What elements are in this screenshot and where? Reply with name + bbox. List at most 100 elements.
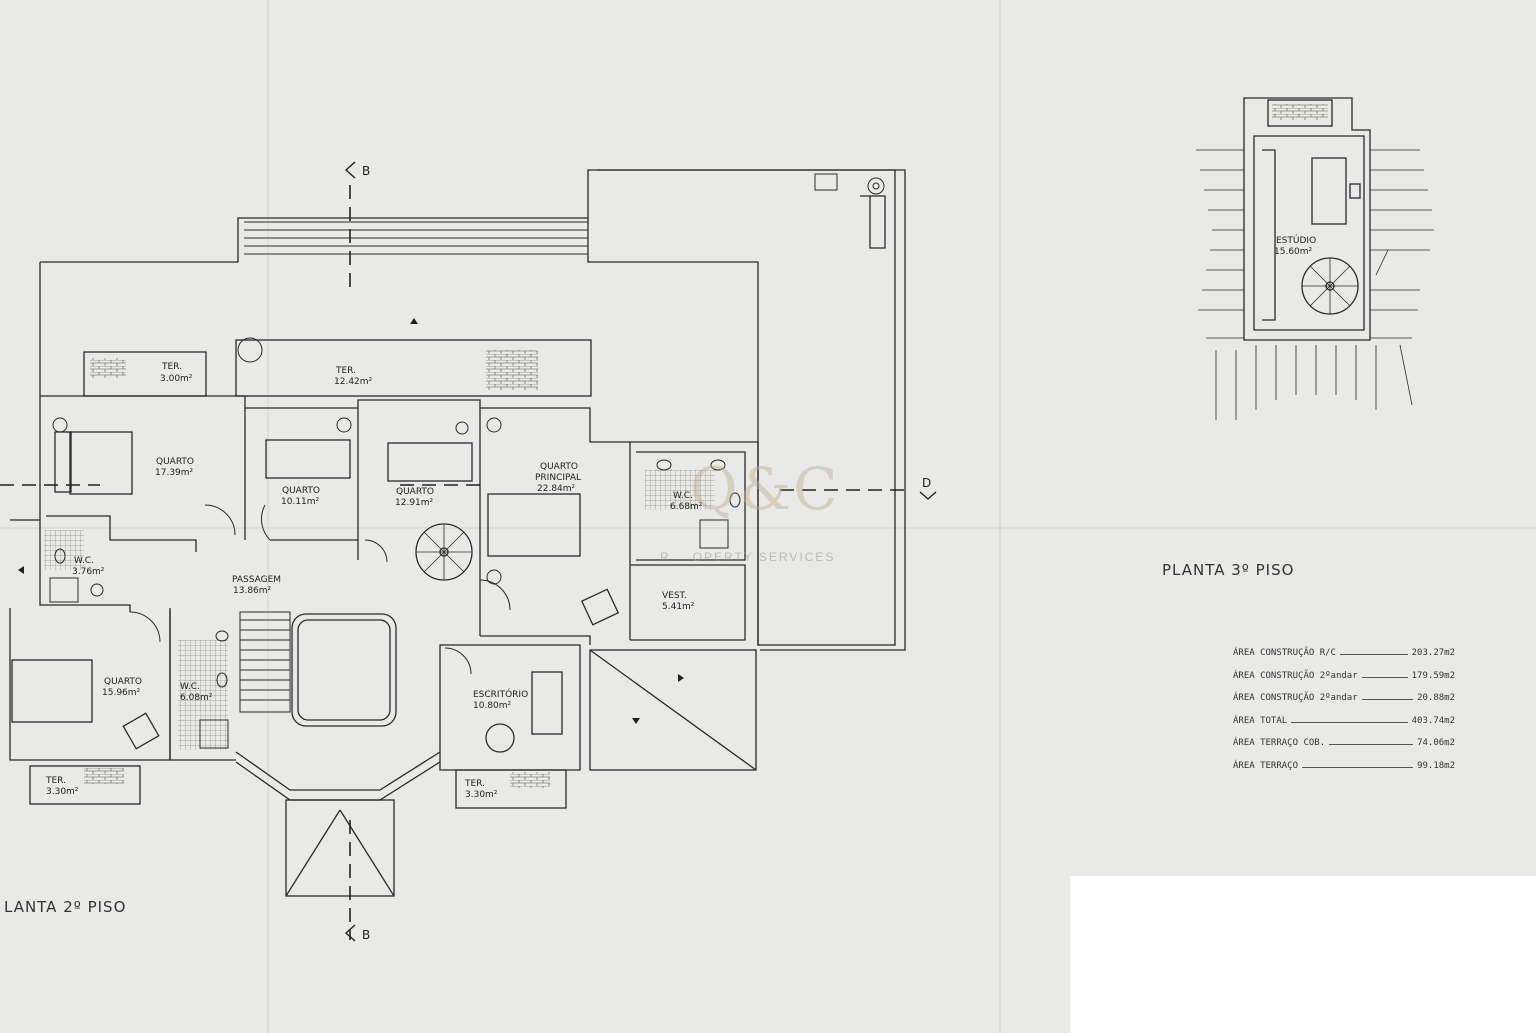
label-passagem-name: PASSAGEM bbox=[232, 575, 281, 585]
area-row: ÁREA TOTAL 403.74m2 bbox=[1233, 716, 1455, 739]
area-leader bbox=[1361, 699, 1414, 700]
area-row: ÁREA TERRAÇO COB. 74.06m2 bbox=[1233, 738, 1455, 761]
label-estudio-name: ESTÚDIO bbox=[1276, 234, 1316, 246]
terrace-b bbox=[235, 339, 592, 397]
floor-3-plan bbox=[1196, 97, 1434, 420]
watermark-tagline: R OPERTY SERVICES bbox=[660, 550, 835, 564]
label-quarto-a-area: 17.39m² bbox=[155, 468, 194, 478]
label-quarto-c-area: 12.91m² bbox=[395, 498, 434, 508]
label-quarto-a-name: QUARTO bbox=[156, 457, 194, 467]
terrace-c bbox=[29, 765, 141, 805]
area-label: ÁREA TERRAÇO bbox=[1233, 760, 1299, 771]
area-value: 20.88m2 bbox=[1417, 693, 1455, 703]
section-label-b-top: B bbox=[362, 164, 370, 178]
area-row: ÁREA CONSTRUÇÃO R/C 203.27m2 bbox=[1233, 648, 1455, 671]
wc-c-floor bbox=[178, 640, 228, 750]
label-escritorio-name: ESCRITÓRIO bbox=[473, 688, 528, 700]
main-stair bbox=[239, 611, 291, 713]
bay-window bbox=[235, 751, 441, 791]
area-label: ÁREA CONSTRUÇÃO 2ºandar bbox=[1233, 693, 1358, 703]
area-row: ÁREA CONSTRUÇÃO 2ºandar 179.59m2 bbox=[1233, 671, 1455, 694]
label-quarto-b-name: QUARTO bbox=[282, 486, 320, 496]
wc-b-floor bbox=[44, 530, 84, 570]
label-wc-b-name: W.C. bbox=[74, 556, 94, 566]
label-wc-b-area: 3.76m² bbox=[72, 567, 105, 577]
area-label: ÁREA CONSTRUÇÃO R/C bbox=[1233, 648, 1336, 658]
roof-hatching bbox=[1196, 149, 1434, 420]
area-table: ÁREA CONSTRUÇÃO R/C 203.27m2 ÁREA CONSTR… bbox=[1233, 648, 1455, 783]
area-value: 74.06m2 bbox=[1417, 738, 1455, 748]
void-planter bbox=[291, 613, 397, 727]
room-labels: TER. 3.00m² TER. 12.42m² QUARTO 17.39m² … bbox=[45, 362, 703, 800]
label-ter-c-area: 3.30m² bbox=[46, 787, 79, 797]
entrance-canopy bbox=[285, 799, 395, 897]
wc-a-floor bbox=[645, 470, 715, 510]
label-wc-a-area: 6.68m² bbox=[670, 502, 703, 512]
label-quarto-d-area: 15.96m² bbox=[102, 688, 141, 698]
area-value: 179.59m2 bbox=[1411, 670, 1455, 681]
area-leader bbox=[1329, 744, 1414, 745]
bed-principal bbox=[487, 493, 581, 557]
label-quarto-principal-area: 22.84m² bbox=[537, 484, 576, 494]
terrace-d bbox=[455, 769, 567, 809]
label-ter-d-area: 3.30m² bbox=[465, 790, 498, 800]
watermark-tagline-left: R bbox=[660, 550, 671, 564]
section-arrow-b-top bbox=[344, 161, 356, 179]
sloped-roof bbox=[589, 649, 757, 771]
title-floor-3: PLANTA 3º PISO bbox=[1162, 561, 1295, 579]
label-vest-area: 5.41m² bbox=[662, 602, 695, 612]
section-arrow-b-bottom bbox=[344, 924, 356, 942]
area-label: ÁREA TERRAÇO COB. bbox=[1233, 738, 1326, 748]
section-line-d bbox=[0, 484, 905, 491]
railing bbox=[244, 221, 588, 255]
area-value: 99.18m2 bbox=[1417, 760, 1455, 771]
label-quarto-d-name: QUARTO bbox=[104, 677, 142, 687]
section-label-d: D bbox=[922, 476, 931, 490]
sink bbox=[814, 173, 838, 191]
desk bbox=[531, 671, 563, 735]
basin bbox=[867, 177, 885, 195]
blank-corner bbox=[1070, 876, 1536, 1033]
area-label: ÁREA TOTAL bbox=[1233, 715, 1288, 726]
label-ter-b-name: TER. bbox=[335, 366, 356, 376]
section-label-b-bottom: B bbox=[362, 928, 370, 942]
watermark-logo: Q&C bbox=[690, 455, 840, 523]
bed-quarto-d bbox=[11, 659, 93, 723]
label-passagem-area: 13.86m² bbox=[233, 586, 272, 596]
area-leader bbox=[1291, 721, 1408, 723]
area-value: 203.27m2 bbox=[1411, 648, 1455, 658]
bed-quarto-b bbox=[265, 439, 351, 479]
label-ter-a-area: 3.00m² bbox=[160, 374, 193, 384]
label-escritorio-area: 10.80m² bbox=[473, 701, 512, 711]
bed-quarto-c bbox=[387, 442, 473, 482]
label-vest-name: VEST. bbox=[662, 591, 687, 601]
area-value: 403.74m2 bbox=[1411, 715, 1455, 726]
label-wc-c-area: 6.08m² bbox=[180, 693, 213, 703]
label-wc-a-name: W.C. bbox=[673, 491, 693, 501]
section-arrow-d bbox=[919, 491, 937, 500]
area-row: ÁREA TERRAÇO 99.18m2 bbox=[1233, 761, 1455, 784]
bed-quarto-a bbox=[69, 431, 133, 495]
area-leader bbox=[1302, 766, 1414, 768]
label-quarto-b-area: 10.11m² bbox=[281, 497, 320, 507]
label-ter-b-area: 12.42m² bbox=[334, 377, 373, 387]
label-wc-c-name: W.C. bbox=[180, 682, 200, 692]
outer-walls bbox=[40, 395, 760, 646]
slope-arrows bbox=[18, 318, 684, 724]
area-leader bbox=[1361, 676, 1408, 678]
label-ter-c-name: TER. bbox=[45, 776, 66, 786]
label-estudio-area: 15.60m² bbox=[1274, 247, 1313, 257]
title-floor-2: LANTA 2º PISO bbox=[4, 898, 127, 916]
label-quarto-c-name: QUARTO bbox=[396, 487, 434, 497]
roof-terrace-outline bbox=[40, 169, 896, 646]
area-leader bbox=[1339, 654, 1408, 655]
watermark-tagline-right: OPERTY SERVICES bbox=[692, 550, 836, 564]
area-label: ÁREA CONSTRUÇÃO 2ºandar bbox=[1233, 670, 1358, 681]
label-ter-d-name: TER. bbox=[464, 779, 485, 789]
desk-estudio bbox=[1311, 157, 1347, 225]
label-quarto-principal-name2: PRINCIPAL bbox=[535, 473, 581, 483]
label-ter-a-name: TER. bbox=[161, 362, 182, 372]
area-row: ÁREA CONSTRUÇÃO 2ºandar 20.88m2 bbox=[1233, 693, 1455, 716]
floor-2-plan bbox=[9, 169, 906, 897]
